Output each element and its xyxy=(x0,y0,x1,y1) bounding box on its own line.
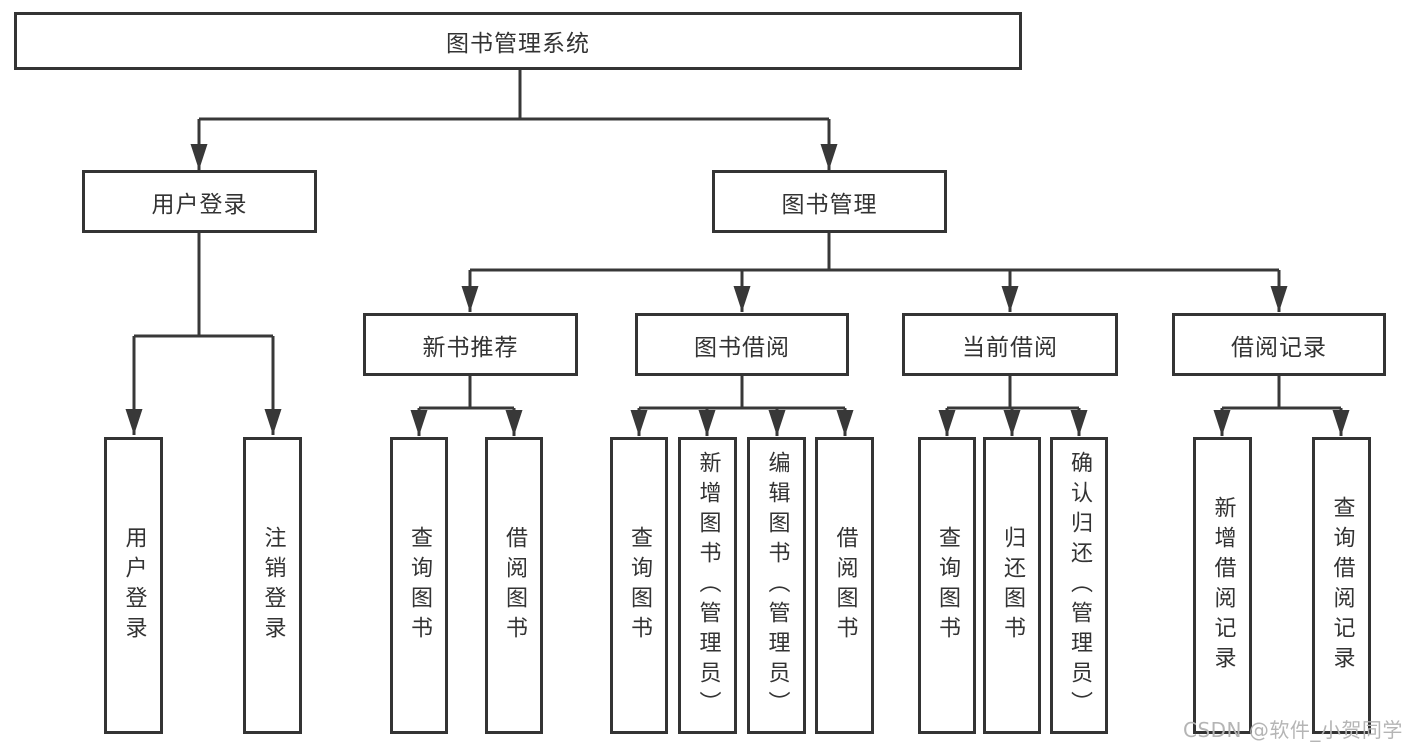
node-borrow-records-label: 借阅记录 xyxy=(1231,334,1327,361)
leaf-confirm-return-admin-label: 确认归还（管理员） xyxy=(1067,450,1092,721)
leaf-current-query-books-label: 查询图书 xyxy=(935,525,960,646)
node-root-label: 图书管理系统 xyxy=(446,31,590,57)
node-user-login-label: 用户登录 xyxy=(151,191,248,218)
leaf-newbooks-query-books-label: 查询图书 xyxy=(407,525,432,646)
leaf-edit-book-admin: 编辑图书（管理员） xyxy=(747,437,806,734)
node-current-borrow: 当前借阅 xyxy=(902,313,1118,376)
leaf-return-books: 归还图书 xyxy=(983,437,1041,734)
leaf-newbooks-borrow-books: 借阅图书 xyxy=(485,437,543,734)
leaf-confirm-return-admin: 确认归还（管理员） xyxy=(1050,437,1108,734)
node-new-book-recommend: 新书推荐 xyxy=(363,313,578,376)
leaf-newbooks-borrow-books-label: 借阅图书 xyxy=(502,525,527,646)
leaf-query-borrow-record-label: 查询借阅记录 xyxy=(1329,495,1355,676)
leaf-logout-label: 注销登录 xyxy=(260,525,286,646)
leaf-logout: 注销登录 xyxy=(243,437,302,734)
leaf-add-borrow-record: 新增借阅记录 xyxy=(1193,437,1252,734)
node-borrow-records: 借阅记录 xyxy=(1172,313,1386,376)
leaf-add-borrow-record-label: 新增借阅记录 xyxy=(1210,495,1236,676)
node-book-borrow-label: 图书借阅 xyxy=(694,334,790,361)
leaf-edit-book-admin-label: 编辑图书（管理员） xyxy=(764,450,790,721)
leaf-user-login: 用户登录 xyxy=(104,437,163,734)
leaf-borrow-borrow-books-label: 借阅图书 xyxy=(832,525,858,646)
leaf-borrow-query-books: 查询图书 xyxy=(610,437,668,734)
node-book-management: 图书管理 xyxy=(712,170,947,233)
leaf-return-books-label: 归还图书 xyxy=(1000,525,1025,646)
leaf-newbooks-query-books: 查询图书 xyxy=(390,437,448,734)
csdn-watermark: CSDN @软件_小贺同学 xyxy=(1183,718,1403,742)
node-new-book-recommend-label: 新书推荐 xyxy=(422,334,519,361)
leaf-borrow-borrow-books: 借阅图书 xyxy=(815,437,874,734)
leaf-current-query-books: 查询图书 xyxy=(918,437,976,734)
node-book-borrow: 图书借阅 xyxy=(635,313,849,376)
leaf-add-book-admin-label: 新增图书（管理员） xyxy=(695,450,721,721)
node-current-borrow-label: 当前借阅 xyxy=(962,334,1058,361)
leaf-borrow-query-books-label: 查询图书 xyxy=(627,525,652,646)
leaf-user-login-label: 用户登录 xyxy=(121,525,147,646)
node-book-management-label: 图书管理 xyxy=(781,191,878,218)
leaf-add-book-admin: 新增图书（管理员） xyxy=(678,437,737,734)
node-user-login: 用户登录 xyxy=(82,170,317,233)
node-root: 图书管理系统 xyxy=(14,12,1022,70)
leaf-query-borrow-record: 查询借阅记录 xyxy=(1312,437,1371,734)
